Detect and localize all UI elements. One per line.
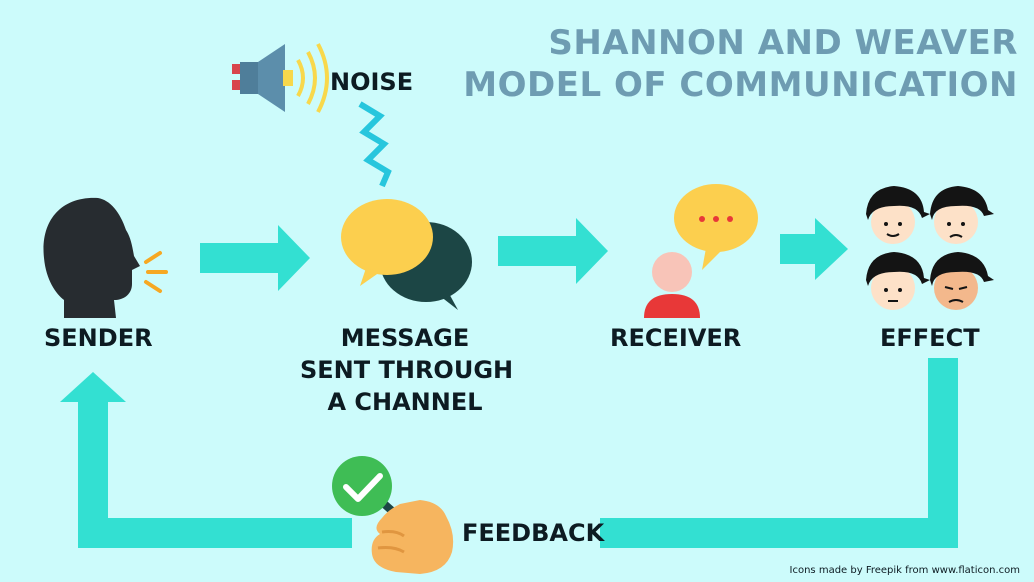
receiver-person-icon <box>644 184 758 318</box>
face-4 <box>930 252 994 310</box>
message-label-line-1: MESSAGE <box>340 324 470 352</box>
speaking-head-icon <box>43 197 168 318</box>
flow-arrows <box>200 218 848 291</box>
feedback-arrowhead-up <box>60 372 126 402</box>
message-label: MESSAGE SENT THROUGH A CHANNEL <box>300 322 514 418</box>
feedback-label: FEEDBACK <box>462 519 605 547</box>
feedback-bottom-left <box>78 518 352 548</box>
feedback-right-vertical <box>928 358 958 548</box>
arrow-receiver-to-effect <box>780 218 848 280</box>
title-line-2: MODEL OF COMMUNICATION <box>463 65 1018 105</box>
diagram-title: SHANNON AND WEAVER MODEL OF COMMUNICATIO… <box>463 22 1018 106</box>
speech-bubbles-icon <box>341 199 472 310</box>
effect-label: EFFECT <box>880 324 980 352</box>
feedback-bottom-right <box>600 518 958 548</box>
feedback-loop <box>60 358 958 548</box>
speaker-icon <box>232 43 329 113</box>
arrow-message-to-receiver <box>498 218 608 284</box>
checkmark-hand-icon <box>332 456 454 574</box>
noise-label: NOISE <box>330 68 414 96</box>
receiver-label: RECEIVER <box>610 324 742 352</box>
face-3 <box>866 252 930 310</box>
sender-label: SENDER <box>44 324 153 352</box>
message-label-line-2: SENT THROUGH <box>300 356 514 384</box>
faces-icon <box>866 186 994 310</box>
icon-credit: Icons made by Freepik from www.flaticon.… <box>789 565 1020 576</box>
face-1 <box>866 186 930 244</box>
arrow-sender-to-message <box>200 225 310 291</box>
message-label-line-3: A CHANNEL <box>327 388 483 416</box>
face-2 <box>930 186 994 244</box>
lightning-icon <box>358 101 392 188</box>
feedback-left-vertical <box>78 400 108 548</box>
title-line-1: SHANNON AND WEAVER <box>548 23 1018 63</box>
